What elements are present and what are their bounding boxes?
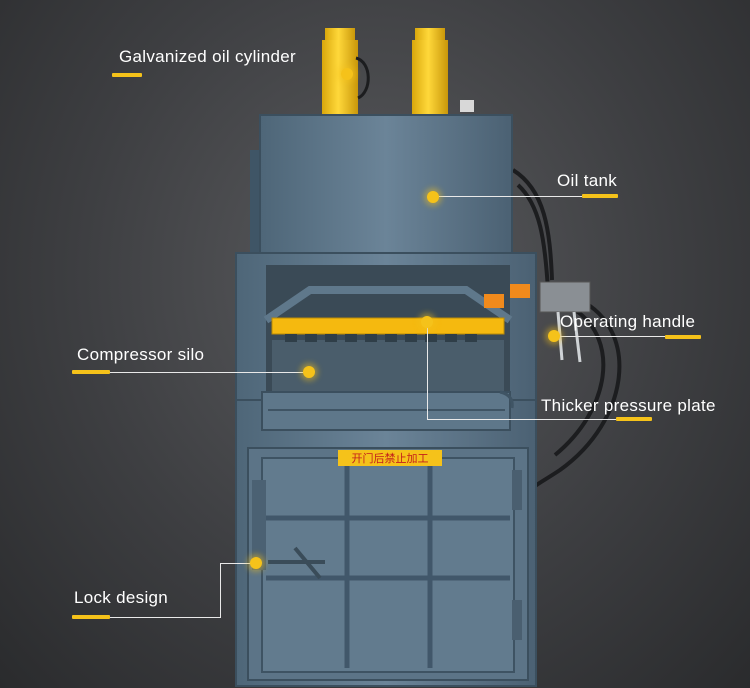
leader-lock-v — [220, 563, 221, 617]
underline-oil-tank — [582, 194, 618, 198]
leader-lock-h2 — [108, 617, 221, 618]
underline-compressor — [72, 370, 110, 374]
underline-plate — [616, 417, 652, 421]
label-operating-handle: Operating handle — [560, 312, 696, 331]
marker-compressor — [303, 366, 315, 378]
label-galvanized-oil-cylinder: Galvanized oil cylinder — [119, 47, 296, 66]
leader-plate-v — [427, 326, 428, 419]
marker-plate — [421, 316, 433, 328]
underline-lock — [72, 615, 110, 619]
marker-handle — [548, 330, 560, 342]
door-warning-sign: 开门后禁止加工 — [352, 451, 429, 465]
marker-cylinder — [341, 68, 353, 80]
operating-handles — [539, 281, 591, 363]
leader-plate-h — [427, 419, 652, 420]
underline-handle — [665, 335, 701, 339]
lower-chamber: 开门后禁止加工 — [235, 390, 537, 687]
underline-cylinder — [112, 73, 142, 77]
leader-oil-tank — [437, 196, 617, 197]
marker-lock — [250, 557, 262, 569]
label-compressor-silo: Compressor silo — [77, 345, 205, 364]
leader-compressor — [110, 372, 310, 373]
leader-lock-h — [220, 563, 256, 564]
oil-cylinders — [322, 28, 474, 115]
label-thicker-pressure-plate: Thicker pressure plate — [541, 396, 716, 415]
marker-oil-tank — [427, 191, 439, 203]
label-oil-tank: Oil tank — [557, 171, 618, 190]
press-frame — [235, 252, 537, 405]
hydraulic-hoses — [511, 168, 622, 492]
oil-tank-body — [250, 114, 513, 254]
leader-handle — [560, 336, 700, 337]
label-lock-design: Lock design — [74, 588, 169, 607]
